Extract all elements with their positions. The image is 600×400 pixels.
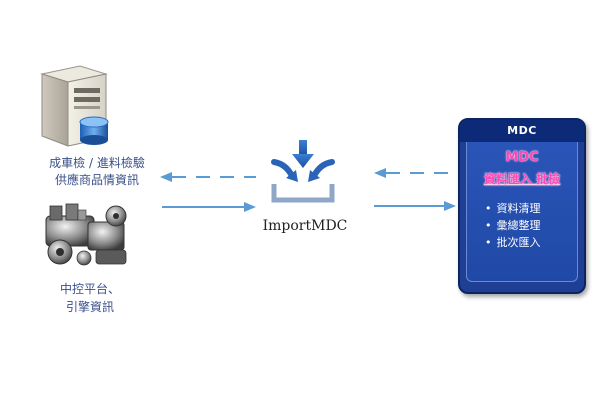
platform-engine-label-line-2: 引擎資訊 <box>65 300 114 314</box>
dashed-arrow-left <box>374 168 456 178</box>
solid-arrow-right <box>374 201 456 211</box>
source-data-label: 成車檢 / 進料檢驗 供應商品情資訊 <box>12 155 182 189</box>
platform-engine-label: 中控平台、 引擎資訊 <box>20 280 160 316</box>
dashed-arrow-left <box>160 172 256 182</box>
mdc-panel-subtitle: 資料匯入 批檢 <box>483 172 561 186</box>
mdc-panel-body: MDC 資料匯入 批檢 資料清理 彙總整理 批次匯入 <box>466 142 578 282</box>
mdc-step-item: 彙總整理 <box>485 217 577 234</box>
mdc-panel-title: MDC <box>505 150 539 165</box>
mdc-step-item: 批次匯入 <box>485 234 577 251</box>
platform-engine-label-line-1: 中控平台、 <box>59 282 120 296</box>
mdc-panel-header: MDC <box>460 120 584 142</box>
mdc-step-item: 資料清理 <box>485 200 577 217</box>
solid-arrow-right <box>162 202 256 212</box>
mdc-panel: MDC MDC 資料匯入 批檢 資料清理 彙總整理 批次匯入 <box>458 118 586 294</box>
import-mdc-label: ImportMDC <box>262 218 348 234</box>
import-tray-icon <box>271 140 335 203</box>
source-data-label-line-2: 供應商品情資訊 <box>54 173 139 187</box>
source-data-label-line-1: 成車檢 / 進料檢驗 <box>49 156 145 170</box>
server-database-icon <box>40 65 109 147</box>
engine-parts-icon <box>45 203 127 266</box>
mdc-step-list: 資料清理 彙總整理 批次匯入 <box>467 200 577 251</box>
